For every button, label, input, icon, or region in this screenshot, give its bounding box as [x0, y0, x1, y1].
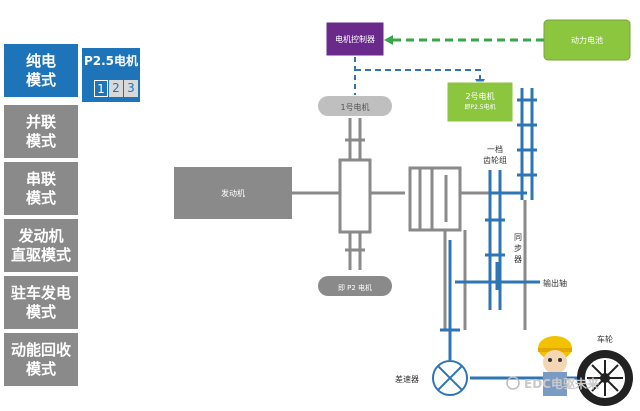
gear1-label-line1: 一档: [487, 144, 503, 154]
p2-motor-shape: [318, 276, 392, 296]
mode-tab-pure-electric[interactable]: 纯电 模式: [4, 44, 78, 97]
synchronizer-char-3: 器: [514, 255, 522, 264]
synchronizer-label: 同 步 器: [514, 233, 525, 264]
battery-flow-arrow: [384, 35, 393, 45]
synchronizer-char-2: 步: [514, 244, 522, 253]
active-power-path: [440, 88, 590, 380]
motor2-box: [446, 81, 514, 123]
mode-tab-series[interactable]: 串联 模式: [4, 162, 78, 215]
wheel-icon: [577, 350, 633, 406]
gear1-label-line2: 齿轮组: [483, 155, 507, 165]
mode-tab-regen[interactable]: 动能回收 模式: [4, 333, 78, 386]
engine-label: 发动机: [221, 188, 245, 198]
wheel-label: 车轮: [597, 334, 613, 344]
submode-2-button[interactable]: 2: [109, 80, 123, 97]
motor-controller-label: 电机控制器: [335, 34, 375, 44]
mode-sidebar: 纯电 模式 并联 模式 串联 模式 发动机 直驱模式 驻车发电 模式 动能回收 …: [0, 0, 80, 411]
motor2-label-line1: 2号电机: [465, 91, 494, 101]
motor2-label-line2: 即P2.5电机: [464, 103, 495, 111]
battery-label: 动力电池: [571, 35, 603, 45]
watermark: EDC电驱未来: [506, 376, 600, 391]
submode-label: P2.5电机: [83, 54, 139, 68]
mode-tab-engine-direct[interactable]: 发动机 直驱模式: [4, 219, 78, 272]
engine-box: [174, 167, 292, 219]
watermark-text: EDC电驱未来: [524, 376, 600, 391]
motor1-shape: [318, 96, 392, 116]
differential-label: 差速器: [395, 374, 419, 384]
synchronizer-char-1: 同: [514, 233, 522, 242]
mode-tab-parallel[interactable]: 并联 模式: [4, 105, 78, 158]
mode-tab-parking-charge[interactable]: 驻车发电 模式: [4, 276, 78, 329]
motor1-label: 1号电机: [340, 102, 369, 112]
motor-controller-box: [325, 21, 385, 57]
submode-3-button[interactable]: 3: [124, 80, 138, 97]
controller-to-motor2-line: [355, 69, 481, 80]
submode-panel: P2.5电机 1 2 3: [82, 48, 140, 102]
gearbox-gray: [292, 118, 527, 330]
mascot-icon: [538, 336, 572, 396]
submode-1-button[interactable]: 1: [94, 80, 108, 97]
p2-motor-label: 即 P2 电机: [338, 283, 372, 292]
output-shaft-label: 输出轴: [543, 278, 567, 288]
